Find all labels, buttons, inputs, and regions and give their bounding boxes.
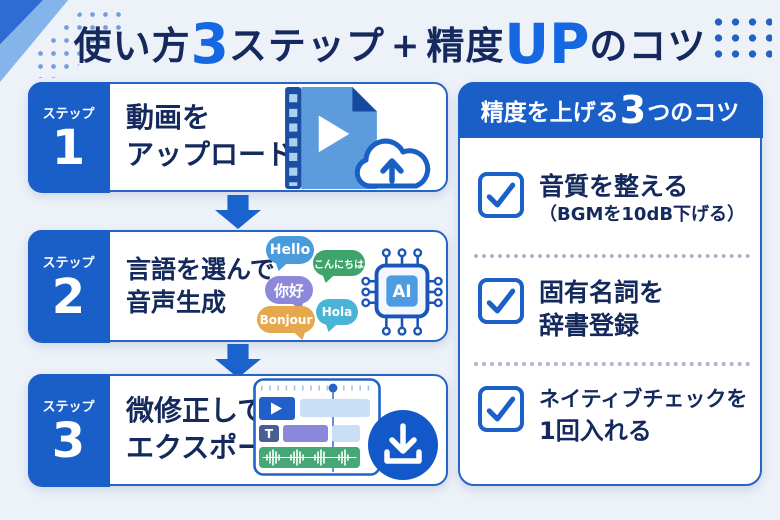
step-badge-number: 3	[51, 412, 86, 469]
step-3-line1: 微修正して	[126, 394, 266, 428]
title-seg2: ステップ	[228, 24, 385, 68]
bubble-text: こんにちは	[314, 259, 364, 271]
tip-1-line2: （BGMを10dB下げる）	[539, 204, 746, 225]
speech-bubble-hello: Hello	[266, 236, 314, 279]
tip-item-audio-quality: 音質を整える （BGMを10dB下げる）	[478, 170, 748, 227]
bubble-text: 你好	[273, 281, 304, 300]
tips-header-seg2: つのコツ	[647, 99, 740, 126]
checkbox-checked-icon	[478, 278, 524, 324]
title-seg3: 精度	[426, 24, 505, 68]
waveform-icon	[262, 449, 357, 466]
tip-3-line2: 1回入れる	[539, 416, 652, 445]
tips-header-big-3: 3	[619, 87, 647, 132]
bubble-text: Hola	[321, 305, 353, 319]
tip-item-native-check: ネイティブチェックを 1回入れる	[478, 384, 748, 447]
check-icon	[486, 396, 516, 422]
step-1-line2: アップロード	[126, 138, 295, 171]
checkbox-checked-icon	[478, 172, 524, 218]
step-2-line1: 言語を選んで	[126, 255, 275, 284]
title-seg1: 使い方	[73, 24, 191, 68]
speech-bubble-nihao: 你好	[265, 276, 313, 319]
step-badge-label: ステップ	[42, 106, 95, 122]
dotted-divider	[474, 362, 750, 366]
speech-bubble-bonjour: Bonjour	[257, 306, 315, 348]
step-1-badge: ステップ 1	[27, 81, 110, 193]
tip-3-line1: ネイティブチェックを	[539, 387, 748, 411]
step-2-line2: 音声生成	[126, 288, 227, 317]
arrow-step1-to-step2-icon	[215, 195, 261, 229]
ai-chip-label: AI	[392, 282, 411, 301]
step-badge-label: ステップ	[42, 399, 95, 415]
arrow-step2-to-step3-icon	[215, 344, 261, 378]
speech-bubble-konnichiwa: こんにちは	[313, 250, 365, 291]
checkbox-checked-icon	[478, 386, 524, 432]
check-icon	[486, 182, 516, 208]
step-badge-number: 1	[51, 119, 86, 176]
title-plus: +	[390, 26, 421, 66]
play-icon	[318, 115, 350, 153]
step-2-badge: ステップ 2	[27, 229, 110, 343]
step-badge-label: ステップ	[42, 255, 95, 271]
cloud-upload-icon	[354, 138, 431, 189]
step-1-card: ステップ 1 動画を アップロード	[27, 81, 448, 193]
step-1-text: 動画を アップロード	[126, 100, 294, 174]
speech-bubble-hola: Hola	[316, 299, 358, 340]
timeline-editor-icon: T	[253, 378, 381, 476]
page-title: 使い方3ステップ+精度UPのコツ	[0, 12, 780, 76]
title-big-up: UP	[504, 12, 590, 76]
tip-item-dictionary: 固有名詞を 辞書登録	[478, 276, 748, 342]
bubble-text: Hello	[269, 242, 311, 258]
ai-chip-icon: AI	[361, 248, 443, 336]
playhead-icon	[328, 383, 338, 393]
step-1-line1: 動画を	[126, 101, 211, 135]
step-badge-number: 2	[51, 268, 86, 325]
download-icon	[368, 410, 438, 480]
tips-header-seg1: 精度を上げる	[480, 99, 619, 126]
text-track-label: T	[265, 427, 274, 441]
title-big-3: 3	[190, 12, 229, 76]
tip-2-line2: 辞書登録	[539, 311, 640, 340]
upload-arrow-icon	[380, 158, 404, 184]
play-icon	[271, 402, 282, 415]
bubble-text: Bonjour	[259, 312, 313, 327]
tip-2-line1: 固有名詞を	[539, 278, 665, 307]
tip-1-line1: 音質を整える	[539, 172, 689, 201]
step-3-badge: ステップ 3	[27, 373, 110, 487]
check-icon	[486, 288, 516, 314]
title-seg4: のコツ	[589, 24, 707, 68]
top-right-dots-icon	[710, 14, 772, 60]
dotted-divider	[474, 254, 750, 258]
step-2-text: 言語を選んで 音声生成	[126, 253, 275, 319]
